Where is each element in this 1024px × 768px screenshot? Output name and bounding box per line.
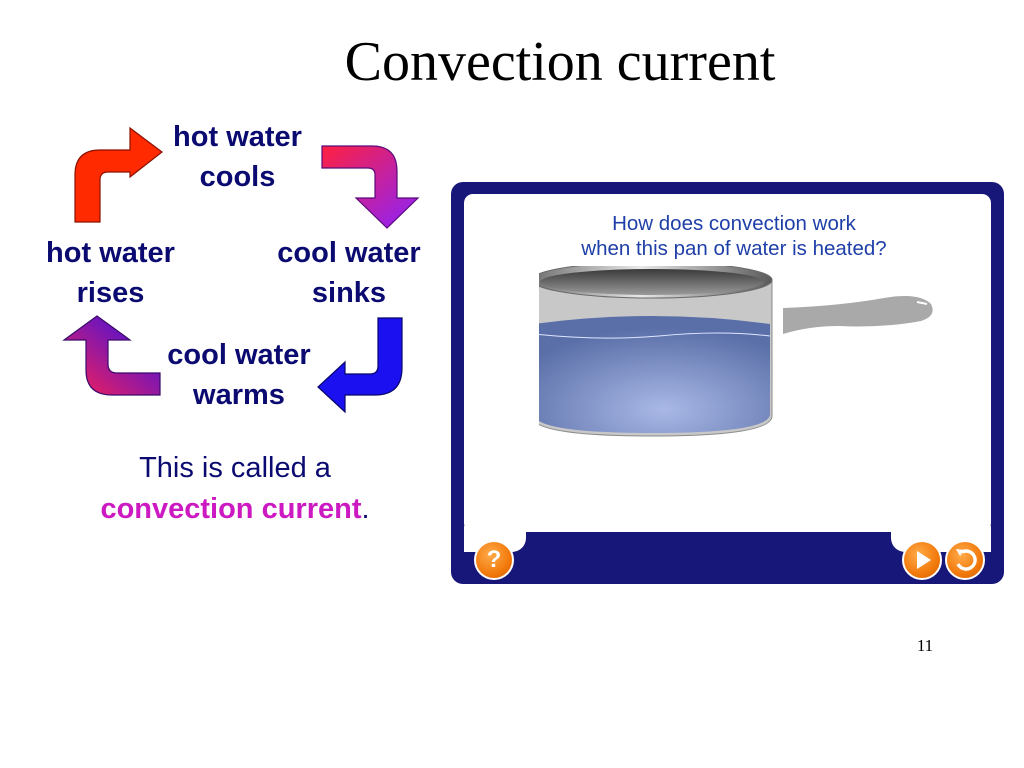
pan-of-water-image bbox=[539, 266, 933, 437]
label-cool-water-warms: cool water warms bbox=[148, 335, 330, 415]
play-icon bbox=[917, 551, 931, 569]
simulation-panel: How does convection work when this pan o… bbox=[451, 182, 1004, 584]
replay-button[interactable] bbox=[945, 540, 985, 580]
question-line: when this pan of water is heated? bbox=[581, 237, 887, 260]
play-button[interactable] bbox=[902, 540, 942, 580]
label-line: cools bbox=[199, 161, 276, 193]
arrow-warm bbox=[62, 315, 161, 396]
simulation-screen: How does convection work when this pan o… bbox=[464, 194, 991, 532]
convection-cycle-arrows bbox=[62, 126, 420, 414]
help-button[interactable]: ? bbox=[474, 540, 514, 580]
arrow-cool bbox=[321, 145, 420, 229]
label-cool-water-sinks: cool water sinks bbox=[258, 233, 440, 313]
label-line: warms bbox=[193, 379, 285, 411]
question-line: How does convection work bbox=[612, 212, 856, 235]
label-line: cool water bbox=[277, 237, 421, 269]
label-hot-water-rises: hot water rises bbox=[28, 233, 193, 313]
water bbox=[539, 316, 770, 433]
replay-icon bbox=[956, 549, 977, 571]
arrow-sink bbox=[317, 317, 403, 414]
label-line: cool water bbox=[167, 339, 311, 371]
label-hot-water-cools: hot water cools bbox=[150, 117, 325, 197]
arrow-rise bbox=[74, 126, 163, 223]
caption-line1: This is called a bbox=[139, 452, 331, 484]
caption-end: . bbox=[361, 493, 370, 525]
question-mark-icon: ? bbox=[486, 546, 502, 573]
slide-title: Convection current bbox=[344, 31, 776, 93]
page-number: 11 bbox=[916, 636, 934, 655]
caption-highlight: convection current bbox=[100, 493, 362, 525]
caption-line2: convection current. bbox=[55, 489, 415, 530]
label-line: rises bbox=[76, 277, 145, 309]
pan-handle bbox=[783, 296, 933, 334]
caption: This is called a convection current. bbox=[55, 448, 415, 530]
question-text: How does convection work when this pan o… bbox=[504, 211, 964, 261]
label-line: hot water bbox=[46, 237, 175, 269]
control-bar: ? bbox=[451, 526, 1004, 584]
label-line: hot water bbox=[173, 121, 302, 153]
label-line: sinks bbox=[311, 277, 387, 309]
